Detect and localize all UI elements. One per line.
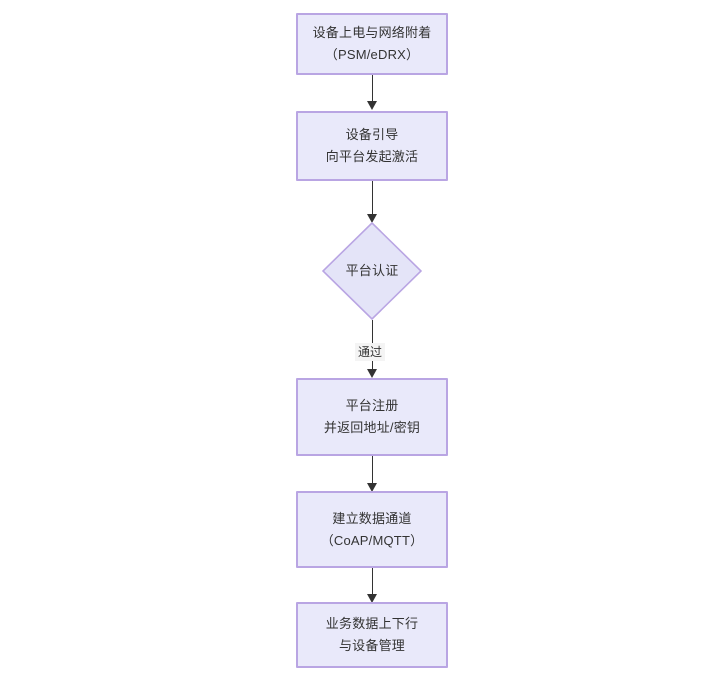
flow-edge-arrow-3	[367, 369, 377, 378]
flow-node-label: 设备上电与网络附着 （PSM/eDRX）	[312, 25, 432, 62]
flow-node-label: 建立数据通道 （CoAP/MQTT）	[320, 510, 424, 548]
flow-node-device-power-on[interactable]: 设备上电与网络附着 （PSM/eDRX）	[296, 13, 448, 75]
flow-edge-arrow-5	[367, 594, 377, 603]
flow-edge-arrow-4	[367, 483, 377, 492]
flow-node-label: 业务数据上下行 与设备管理	[325, 616, 419, 653]
flow-node-label: 设备引导 向平台发起激活	[325, 127, 419, 164]
flow-node-establish-data-channel[interactable]: 建立数据通道 （CoAP/MQTT）	[296, 491, 448, 568]
diamond-shape-icon	[322, 222, 422, 320]
flow-node-platform-register[interactable]: 平台注册 并返回地址/密钥	[296, 378, 448, 456]
flow-node-label: 平台认证	[345, 263, 399, 278]
flow-node-device-bootstrap[interactable]: 设备引导 向平台发起激活	[296, 111, 448, 181]
flow-edge-arrow-2	[367, 214, 377, 223]
flow-edge-line-5	[372, 568, 373, 601]
flow-edge-line-4	[372, 456, 373, 490]
flow-edge-arrow-1	[367, 101, 377, 110]
flow-edge-label-pass: 通过	[355, 343, 386, 361]
flow-edge-line-2	[372, 181, 373, 221]
flow-edge-line-1	[372, 75, 373, 103]
flow-node-platform-auth-decision[interactable]: 平台认证	[322, 222, 422, 320]
flow-node-business-data-and-device-mgmt[interactable]: 业务数据上下行 与设备管理	[296, 602, 448, 668]
flow-node-label: 平台注册 并返回地址/密钥	[323, 398, 421, 435]
